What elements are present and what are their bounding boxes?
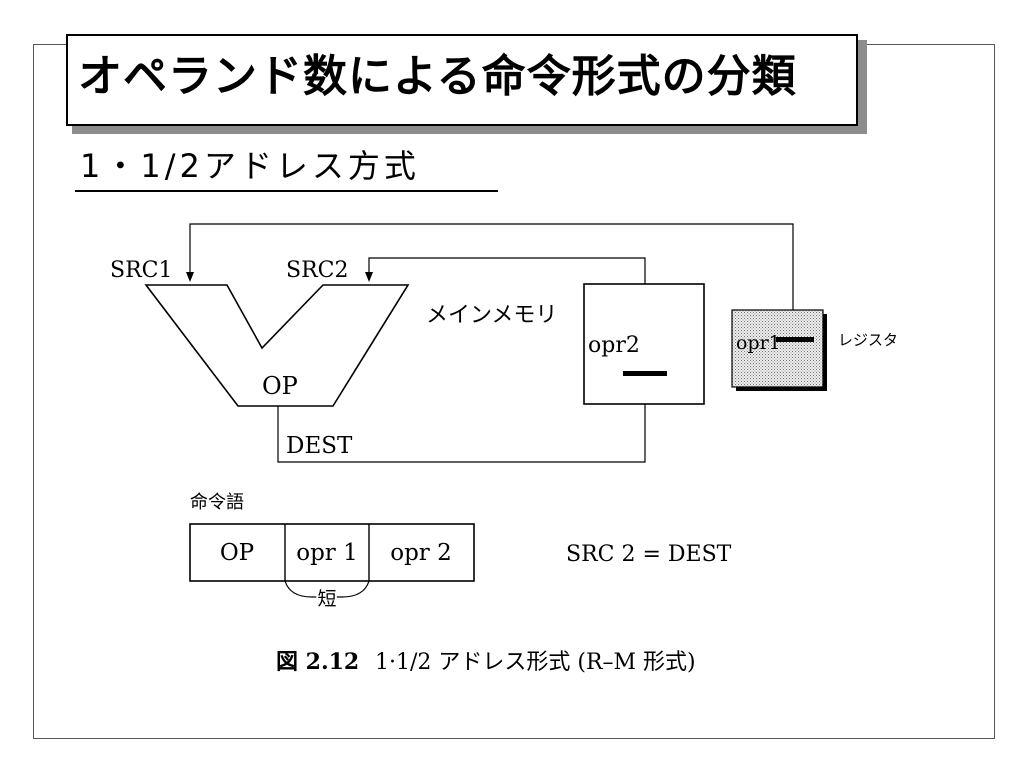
instruction-word-label: 命令語 xyxy=(190,492,244,513)
register-operand-bar xyxy=(776,337,814,342)
register-operand-label: opr1 xyxy=(736,332,781,354)
register-to-src1-wire xyxy=(189,223,794,337)
slide-title: オペランド数による命令形式の分類 xyxy=(78,51,797,102)
field-op: OP xyxy=(220,540,254,566)
alu-op-label: OP xyxy=(262,372,298,400)
field-opr1: opr 1 xyxy=(296,540,358,566)
memory-operand-bar xyxy=(623,371,667,376)
src2-dest-equation: SRC 2 = DEST xyxy=(566,542,732,567)
src2-label: SRC2 xyxy=(286,258,348,283)
register-label: レジスタ xyxy=(838,331,898,349)
short-field-brace xyxy=(284,580,370,598)
alu-shape xyxy=(144,284,410,407)
src2-arrow xyxy=(365,272,373,282)
src1-label: SRC1 xyxy=(110,258,172,283)
figure-number: 図 2.12 xyxy=(276,649,359,675)
src1-arrow xyxy=(186,272,194,282)
dest-to-memory-wire xyxy=(277,384,646,463)
instruction-word-box xyxy=(189,523,475,582)
figure-caption: 1·1/2 アドレス形式 (R–M 形式) xyxy=(375,650,696,675)
main-memory-box xyxy=(583,283,705,405)
dest-label: DEST xyxy=(286,433,353,459)
subtitle-underline xyxy=(75,190,498,192)
memory-operand-label: opr2 xyxy=(588,333,640,358)
section-subtitle: 1・1/2アドレス方式 xyxy=(80,147,420,185)
title-box xyxy=(66,34,858,126)
field-opr2: opr 2 xyxy=(390,540,452,566)
register-box xyxy=(731,309,824,388)
main-memory-label: メインメモリ xyxy=(426,303,557,328)
short-field-label: 短 xyxy=(317,588,336,610)
